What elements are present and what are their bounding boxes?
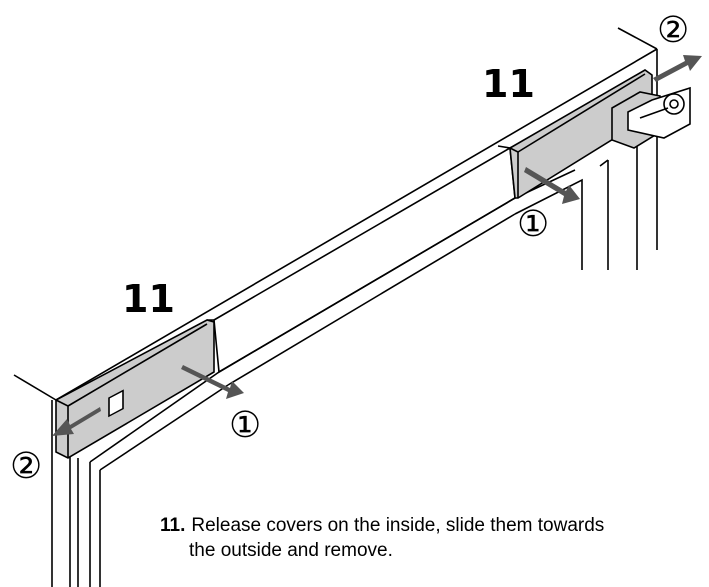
part-number-left: 11 (122, 277, 175, 321)
step1-right-marker: ① (517, 204, 549, 245)
step2-left-marker: ② (10, 446, 42, 487)
frame-outline (13, 27, 658, 587)
rail-corner-right (617, 27, 658, 50)
part-number-right: 11 (482, 62, 535, 106)
left-cover (55, 319, 215, 459)
hinge (611, 86, 691, 149)
arrow-step1-left (181, 365, 244, 399)
arrow-step1-right (524, 167, 580, 204)
rail-center-joint (207, 145, 511, 321)
rail-front (207, 145, 516, 374)
step1-left-marker: ① (229, 405, 261, 446)
arrow-step2-right (653, 55, 702, 82)
left-cover-catch (108, 389, 124, 418)
instruction-line-2: the outside and remove. (189, 540, 393, 561)
rail-top-edge (13, 374, 57, 401)
arrows (52, 55, 702, 436)
step-instruction: 11.Release covers on the inside, slide t… (160, 513, 709, 563)
arrow-step2-left (52, 407, 101, 436)
step2-right-marker: ② (657, 10, 689, 51)
rail-back-edge (55, 48, 658, 401)
instruction-line-1: Release covers on the inside, slide them… (191, 515, 605, 536)
step-number: 11. (160, 515, 186, 536)
